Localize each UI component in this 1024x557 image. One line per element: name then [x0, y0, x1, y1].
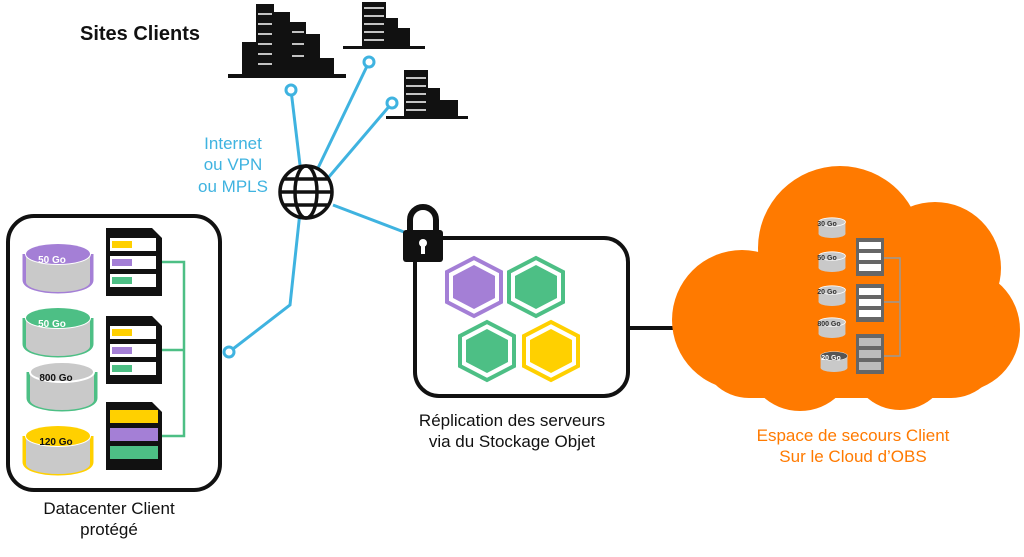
hexagon-icon: [522, 319, 580, 383]
server-icon: [856, 238, 884, 276]
disk-label: 800 Go: [39, 373, 72, 384]
disk-label: 20 Go: [821, 355, 840, 362]
link-endpoints: [222, 55, 399, 359]
cloud-label-line: Sur le Cloud d’OBS: [779, 447, 927, 467]
building-icon: [386, 70, 468, 119]
datacenter-label-line: Datacenter Client: [43, 499, 175, 518]
building-icon: [343, 2, 425, 49]
disk-label: 50 Go: [817, 255, 836, 262]
server-icon: [106, 316, 162, 384]
datacenter-label: Datacenter Client protégé: [14, 498, 204, 541]
disk-label: 20 Go: [817, 289, 836, 296]
object-storage-box: [413, 236, 630, 398]
replication-label-line: Réplication des serveurs: [418, 411, 606, 430]
disk-label: 120 Go: [39, 437, 72, 448]
network-label-line: ou VPN: [203, 155, 263, 175]
network-label-line: Internet: [204, 134, 262, 153]
network-label: Internet ou VPN ou MPLS: [180, 133, 286, 197]
disk-icon: 50 Go: [22, 307, 94, 358]
server-icon: [106, 402, 162, 470]
disk-icon: 800 Go: [26, 361, 98, 412]
disk-label: 50 Go: [38, 255, 66, 266]
disk-label: 50 Go: [38, 319, 66, 330]
server-connectors: [162, 260, 186, 438]
replication-label: Réplication des serveurs via du Stockage…: [392, 410, 632, 453]
cloud-label-line: Espace de secours Client: [756, 426, 950, 445]
server-icon: [856, 334, 884, 374]
disk-label: 30 Go: [817, 221, 836, 228]
disk-icon: 50 Go: [22, 243, 94, 294]
sites-clients-title: Sites Clients: [80, 23, 201, 45]
hexagon-icon: [507, 255, 565, 319]
disk-label: 800 Go: [817, 321, 840, 328]
building-icon: [228, 4, 346, 78]
network-label-line: ou MPLS: [198, 176, 268, 196]
hexagon-icon: [458, 319, 516, 383]
datacenter-label-line: protégé: [80, 520, 138, 540]
server-connectors: [884, 257, 901, 357]
hexagon-icon: [445, 255, 503, 319]
lock-icon: [403, 204, 443, 262]
globe-icon: [278, 164, 334, 220]
disk-icon: 120 Go: [22, 425, 94, 476]
network-links: [228, 61, 405, 354]
replication-label-line: via du Stockage Objet: [428, 432, 596, 452]
cloud-disks: 30 Go 50 Go 20 Go 800 Go 20 Go: [817, 217, 848, 373]
cloud-shape: [672, 166, 1020, 411]
server-icon: [106, 228, 162, 296]
cloud-label: Espace de secours Client Sur le Cloud d’…: [718, 425, 988, 468]
server-icon: [856, 284, 884, 322]
